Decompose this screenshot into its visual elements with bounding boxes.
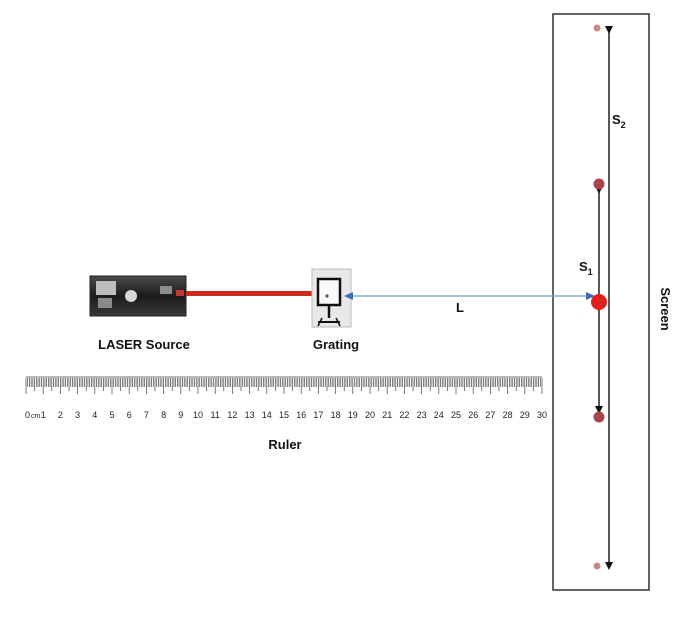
- ruler-number: 27: [485, 410, 495, 420]
- ruler-number: 3: [75, 410, 80, 420]
- grating-label: Grating: [313, 337, 359, 352]
- ruler-number: 22: [399, 410, 409, 420]
- ruler-number: 30: [537, 410, 547, 420]
- laser-device-icon: [89, 275, 187, 317]
- ruler-label: Ruler: [268, 437, 301, 452]
- ruler-number: 20: [365, 410, 375, 420]
- ruler-number: 15: [279, 410, 289, 420]
- ruler-number: 21: [382, 410, 392, 420]
- ruler-number: 17: [313, 410, 323, 420]
- screen-box: [552, 13, 650, 591]
- ruler-number: 26: [468, 410, 478, 420]
- ruler-number: 1: [41, 410, 46, 420]
- ruler-number: 8: [161, 410, 166, 420]
- distance-label: L: [456, 300, 464, 315]
- central-spot: [591, 294, 607, 310]
- ruler-number: 5: [109, 410, 114, 420]
- ruler-number: 12: [227, 410, 237, 420]
- ruler-number: 19: [348, 410, 358, 420]
- ruler-number: 2: [58, 410, 63, 420]
- ruler-number: 24: [434, 410, 444, 420]
- ruler-number: 13: [245, 410, 255, 420]
- first-order-spot-bottom: [593, 411, 605, 423]
- s2-label: S2: [612, 112, 626, 130]
- first-order-spot-top: [593, 178, 605, 190]
- ruler-number: 29: [520, 410, 530, 420]
- ruler-number: 4: [92, 410, 97, 420]
- ruler-number: 9: [178, 410, 183, 420]
- ruler-number: 10: [193, 410, 203, 420]
- grating-holder-icon: [311, 268, 352, 328]
- ruler-number: 11: [211, 410, 220, 420]
- ruler-number: 7: [144, 410, 149, 420]
- ruler-number: 6: [127, 410, 132, 420]
- ruler-number: 28: [503, 410, 513, 420]
- ruler-number: 25: [451, 410, 461, 420]
- laser-source-label: LASER Source: [98, 337, 190, 352]
- laser-beam: [186, 291, 312, 296]
- ruler-number: 23: [417, 410, 427, 420]
- second-order-spot-bottom: [593, 562, 601, 570]
- screen-label: Screen: [658, 287, 673, 330]
- ruler-number: 16: [296, 410, 306, 420]
- s1-label: S1: [579, 259, 593, 277]
- ruler-number: 18: [331, 410, 341, 420]
- ruler-number: 0cm: [25, 410, 41, 420]
- second-order-spot-top: [593, 24, 601, 32]
- ruler-number: 14: [262, 410, 272, 420]
- ruler-ticks: [25, 378, 543, 394]
